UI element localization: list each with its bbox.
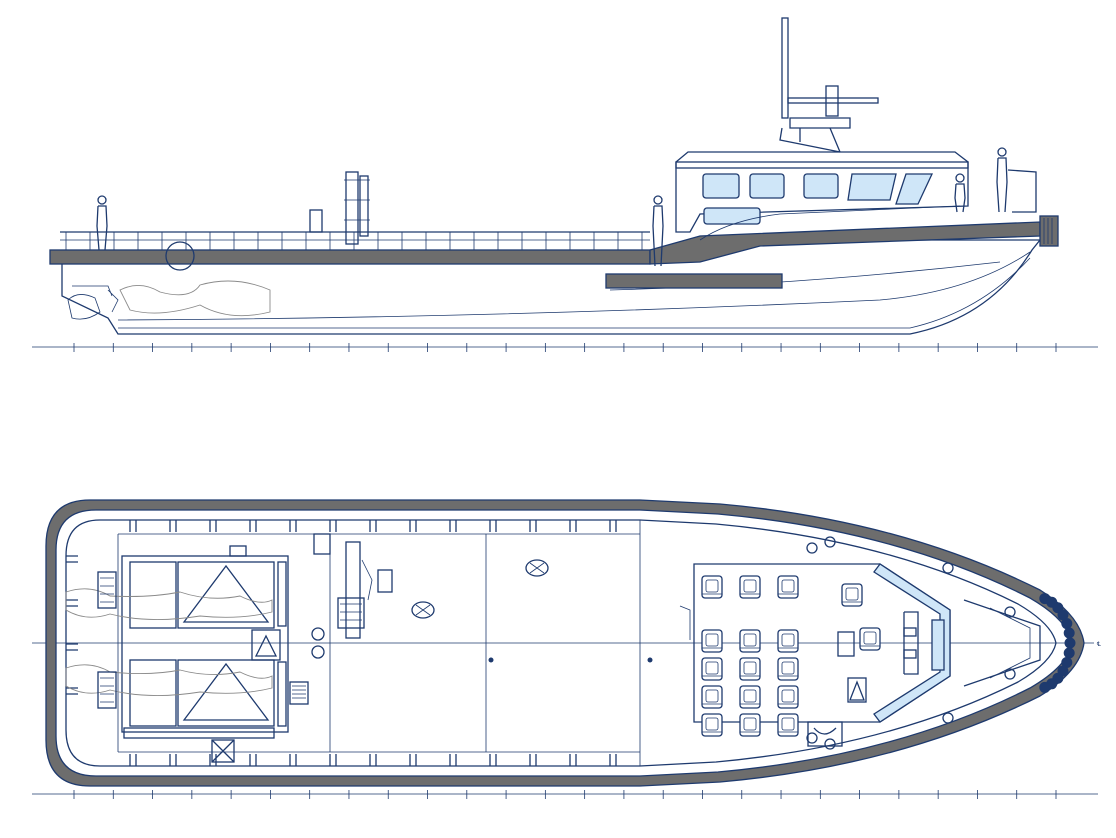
plan-wheelhouse: [679, 563, 951, 747]
profile-fender-fwd: [649, 221, 1041, 265]
cleat: [529, 520, 537, 532]
cleat: [329, 520, 337, 532]
profile-baseline: [32, 343, 1098, 352]
passenger-seat: [739, 629, 761, 653]
cleat: [289, 754, 297, 766]
cleat: [209, 520, 217, 532]
cleat: [209, 754, 217, 766]
cleat: [66, 555, 78, 563]
profile-crane: [309, 171, 370, 245]
profile-waterjet: [67, 285, 119, 320]
plan-bulwark-cleats: [66, 520, 617, 766]
cleat: [449, 520, 457, 532]
cleat: [169, 754, 177, 766]
cleat: [369, 520, 377, 532]
profile-railing: [60, 231, 650, 250]
plan-deck-hatch-1: [411, 601, 435, 619]
passenger-seat: [701, 713, 723, 737]
plan-view: ℄: [32, 499, 1101, 799]
profile-liferaft: [165, 241, 195, 271]
window-lower: [703, 207, 761, 225]
passenger-seat: [777, 713, 799, 737]
bow-fender-segment: [1063, 647, 1075, 659]
cleat: [529, 754, 537, 766]
window-3: [803, 173, 839, 199]
cleat: [449, 754, 457, 766]
window-2: [749, 173, 785, 199]
cleat: [129, 754, 137, 766]
cleat: [289, 520, 297, 532]
cleat: [569, 754, 577, 766]
cleat: [249, 754, 257, 766]
profile-bow-fender-block: [1039, 215, 1059, 247]
plan-frame-ticks: [73, 790, 1057, 799]
cleat: [489, 520, 497, 532]
passenger-seat: [739, 657, 761, 681]
profile-wheelhouse: [675, 151, 969, 241]
passenger-seat: [859, 627, 881, 651]
cleat: [609, 754, 617, 766]
plan-deck-hatch-2: [525, 559, 549, 577]
passenger-seat: [739, 575, 761, 599]
bow-fender-segment: [1063, 627, 1075, 639]
cleat: [609, 520, 617, 532]
cleat: [369, 754, 377, 766]
cleat: [169, 520, 177, 532]
cleat: [66, 599, 78, 607]
passenger-seat: [701, 575, 723, 599]
cleat: [66, 643, 78, 651]
cleat: [129, 520, 137, 532]
cleat: [489, 754, 497, 766]
plan-crane: [311, 533, 393, 659]
bow-fender-segment: [1061, 618, 1073, 630]
plan-bow-structure: [806, 536, 1041, 750]
passenger-seat: [701, 657, 723, 681]
profile-chine-line: [117, 251, 1031, 321]
profile-fender-lower: [605, 273, 783, 289]
cleat: [569, 520, 577, 532]
cleat: [249, 520, 257, 532]
window-5: [895, 173, 934, 205]
bow-fender-segment: [1039, 681, 1051, 693]
plan-bulwark: [65, 519, 1057, 767]
plan-passenger-seats: [701, 575, 881, 737]
cleat: [66, 687, 78, 695]
passenger-seat: [841, 583, 863, 607]
cleat: [409, 520, 417, 532]
passenger-seat: [739, 713, 761, 737]
plan-aft-hatches: [121, 545, 309, 763]
profile-crew-figures: [96, 147, 1037, 267]
passenger-seat: [739, 685, 761, 709]
cleat: [329, 754, 337, 766]
bow-fender-segment: [1064, 637, 1076, 649]
passenger-seat: [701, 685, 723, 709]
passenger-seat: [701, 629, 723, 653]
passenger-seat: [777, 657, 799, 681]
passenger-seat: [777, 685, 799, 709]
passenger-seat: [777, 629, 799, 653]
plan-engine-sketch: [65, 571, 273, 709]
profile-hull: [61, 239, 1042, 335]
plan-baseline: [32, 790, 1098, 799]
profile-view: [32, 17, 1098, 352]
window-1: [702, 173, 740, 199]
plan-bow-fender-segments: [1039, 593, 1076, 693]
profile-mast: [779, 17, 879, 153]
passenger-seat: [777, 575, 799, 599]
cleat: [409, 754, 417, 766]
plan-fender: [45, 499, 1085, 787]
profile-frame-ticks: [73, 343, 1057, 352]
profile-fender-aft: [49, 249, 651, 265]
centerline-mark: ℄: [1096, 642, 1101, 648]
window-4: [847, 173, 897, 201]
